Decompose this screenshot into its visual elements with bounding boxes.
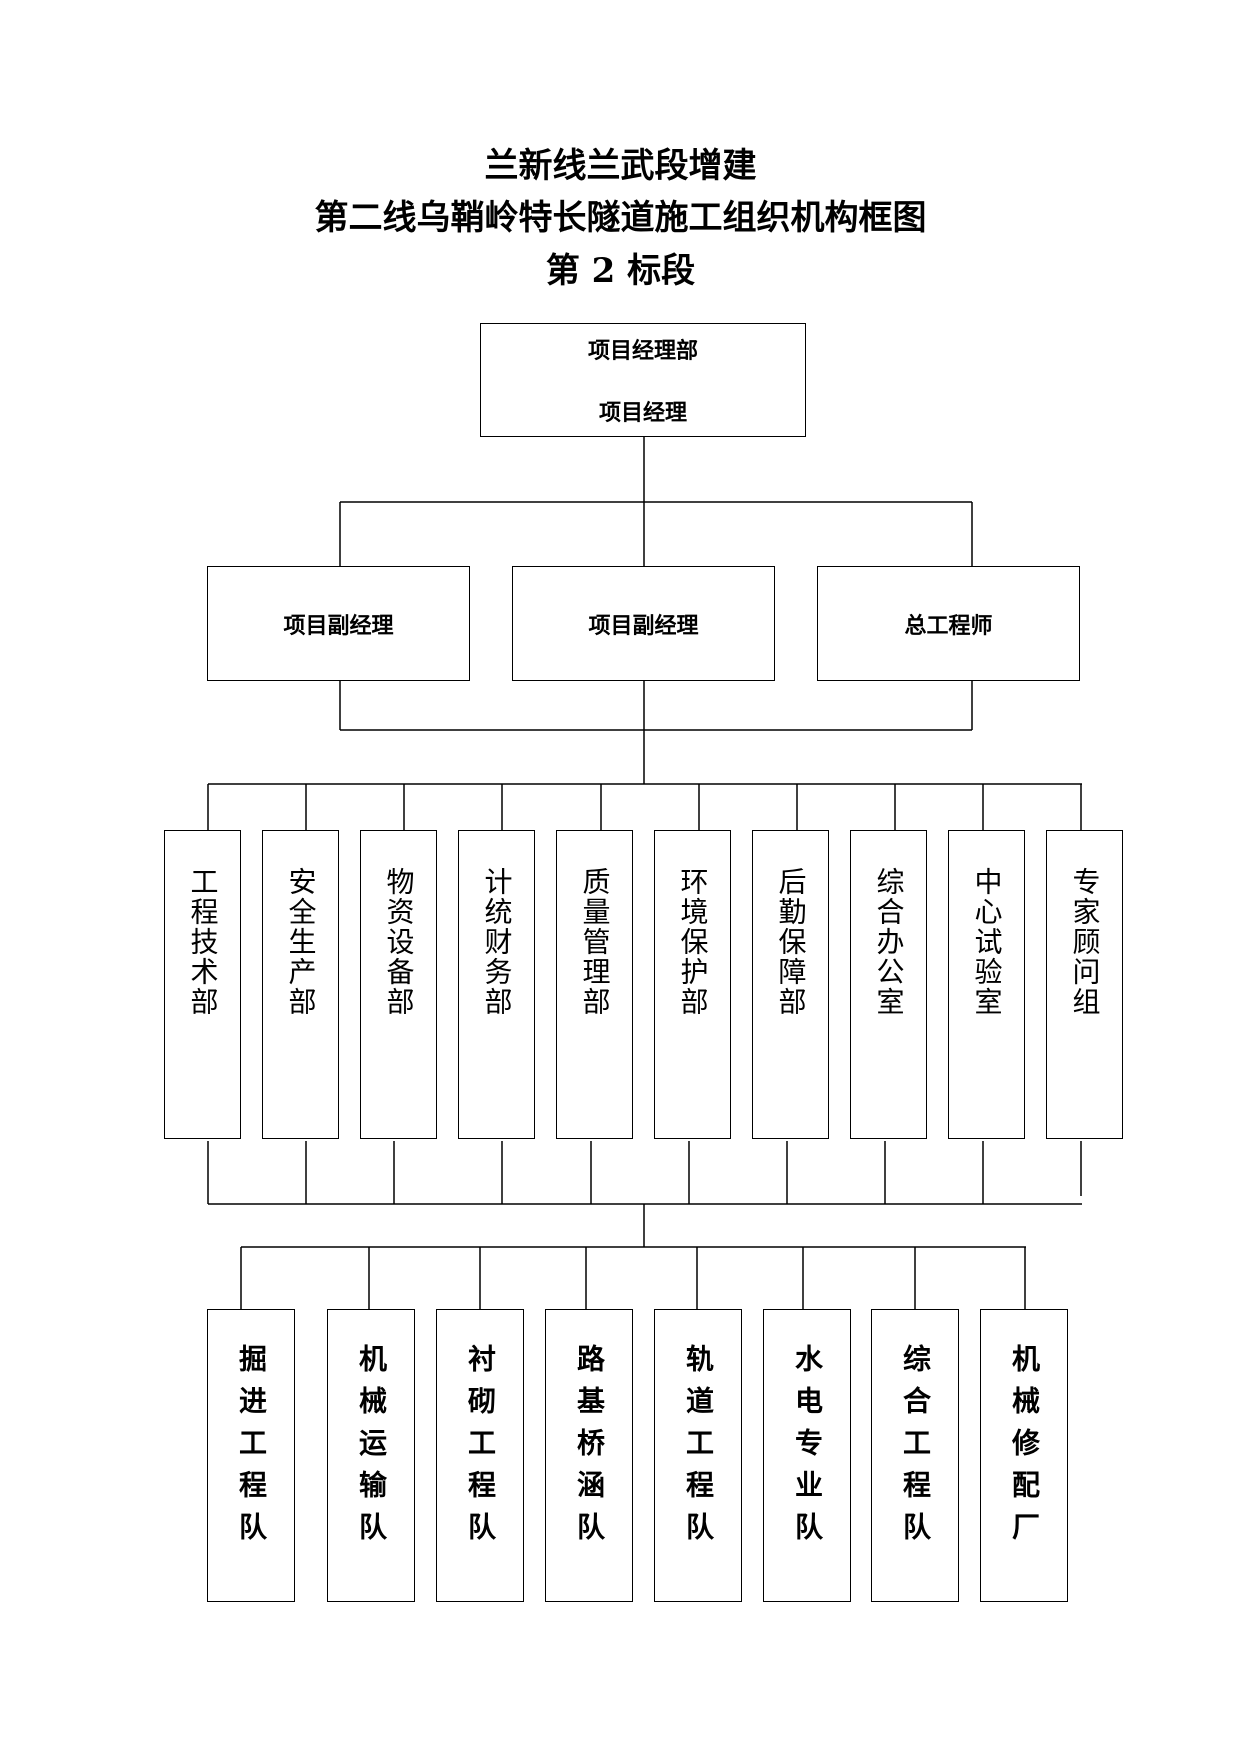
department-box: 后勤保障部 xyxy=(752,830,829,1139)
department-label: 综合办公室 xyxy=(872,867,906,1017)
team-box: 轨道工程队 xyxy=(654,1309,742,1602)
deputy-manager-box-2: 项目副经理 xyxy=(512,566,775,681)
team-label: 综合工程队 xyxy=(899,1344,932,1554)
title-line-2: 第二线乌鞘岭特长隧道施工组织机构框图 xyxy=(314,198,927,238)
deputy-manager-label: 项目副经理 xyxy=(588,613,699,639)
project-manager-label: 项目经理 xyxy=(598,401,687,426)
team-box: 综合工程队 xyxy=(871,1309,959,1602)
department-box: 工程技术部 xyxy=(164,830,241,1139)
department-box: 专家顾问组 xyxy=(1046,830,1123,1139)
department-box: 综合办公室 xyxy=(850,830,927,1139)
deputy-manager-label: 项目副经理 xyxy=(283,613,394,639)
title-line-1: 兰新线兰武段增建 xyxy=(484,146,757,186)
department-box: 质量管理部 xyxy=(556,830,633,1139)
department-label: 工程技术部 xyxy=(186,867,220,1017)
department-label: 专家顾问组 xyxy=(1068,867,1102,1017)
department-label: 质量管理部 xyxy=(578,867,612,1017)
team-box: 机械运输队 xyxy=(327,1309,415,1602)
team-label: 轨道工程队 xyxy=(682,1344,715,1554)
chief-engineer-label: 总工程师 xyxy=(904,613,993,639)
department-label: 安全生产部 xyxy=(284,867,318,1017)
chief-engineer-box: 总工程师 xyxy=(817,566,1080,681)
department-label: 环境保护部 xyxy=(676,867,710,1017)
team-label: 路基桥涵队 xyxy=(573,1344,606,1554)
team-box: 路基桥涵队 xyxy=(545,1309,633,1602)
deputy-manager-box-1: 项目副经理 xyxy=(207,566,470,681)
department-box: 物资设备部 xyxy=(360,830,437,1139)
department-label: 后勤保障部 xyxy=(774,867,808,1017)
team-box: 衬砌工程队 xyxy=(436,1309,524,1602)
department-box: 环境保护部 xyxy=(654,830,731,1139)
title-line-3: 第 2 标段 xyxy=(545,251,696,291)
team-label: 水电专业队 xyxy=(791,1344,824,1554)
department-label: 中心试验室 xyxy=(970,867,1004,1017)
project-manager-department-label: 项目经理部 xyxy=(587,339,698,364)
team-label: 衬砌工程队 xyxy=(464,1344,497,1554)
department-box: 中心试验室 xyxy=(948,830,1025,1139)
department-label: 计统财务部 xyxy=(480,867,514,1017)
team-label: 机械修配厂 xyxy=(1008,1344,1041,1554)
project-manager-department-box: 项目经理部 项目经理 xyxy=(480,323,806,437)
department-box: 计统财务部 xyxy=(458,830,535,1139)
team-label: 掘进工程队 xyxy=(235,1344,268,1554)
department-label: 物资设备部 xyxy=(382,867,416,1017)
department-box: 安全生产部 xyxy=(262,830,339,1139)
team-label: 机械运输队 xyxy=(355,1344,388,1554)
team-box: 机械修配厂 xyxy=(980,1309,1068,1602)
team-box: 掘进工程队 xyxy=(207,1309,295,1602)
team-box: 水电专业队 xyxy=(763,1309,851,1602)
